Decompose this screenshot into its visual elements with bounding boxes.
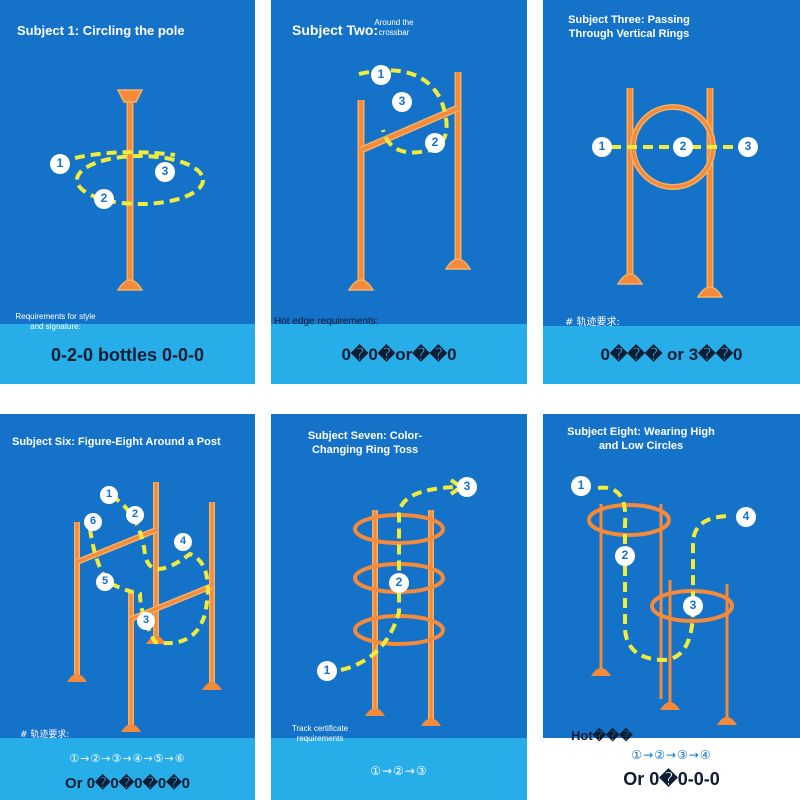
card-footer <box>271 738 527 800</box>
requirement-code: 0��� or 3��0 <box>600 345 743 364</box>
marker-label: 3 <box>142 614 150 626</box>
marker-label: 3 <box>398 94 406 108</box>
card-subject-7: Subject Seven: Color-Changing Ring Toss … <box>271 414 527 800</box>
marker-label: 1 <box>377 67 385 81</box>
route-sequence: ①→②→③→④ <box>631 748 712 762</box>
marker-label: 2 <box>679 139 687 153</box>
marker-label: 1 <box>577 478 585 492</box>
card-footer <box>543 326 800 384</box>
requirement-label: Requirements for style and signature: <box>15 312 96 331</box>
route-sequence: ①→②→③→④→⑤→⑥ <box>69 752 186 765</box>
subject-6-diagram <box>67 482 222 732</box>
card-subject-8: Subject Eight: Wearing High and Low Circ… <box>543 414 800 800</box>
card-title: Subject Six: Figure-Eight Around a Post <box>12 436 221 448</box>
marker-label: 2 <box>131 508 139 520</box>
card-title: Subject Three: Passing Through Vertical … <box>568 14 690 40</box>
requirement-code: Or 0�0�0�0�0 <box>65 775 190 792</box>
card-title: Subject 1: Circling the pole <box>17 23 185 38</box>
card-subtitle: Around the crossbar <box>374 18 414 37</box>
route-sequence: ①→②→③ <box>370 764 428 778</box>
requirement-code: 0-2-0 bottles 0-0-0 <box>50 345 205 365</box>
requirement-label: # 轨迹要求: <box>20 730 70 740</box>
marker-label: 4 <box>742 509 750 523</box>
subject-2-diagram <box>347 65 472 291</box>
marker-label: 2 <box>431 135 439 149</box>
card-subject-1: Subject 1: Circling the pole 1 2 3 Requi… <box>0 0 255 384</box>
marker-label: 2 <box>395 575 403 589</box>
requirement-code: Or 0�0-0-0 <box>623 769 720 789</box>
requirement-label: Hot edge requirements: <box>274 316 379 327</box>
card-footer <box>0 324 255 384</box>
card-subject-3: Subject Three: Passing Through Vertical … <box>543 0 800 384</box>
card-footer <box>543 738 800 800</box>
marker-label: 5 <box>101 575 109 587</box>
marker-label: 3 <box>744 139 752 153</box>
subject-3-diagram <box>592 88 758 298</box>
marker-label: 4 <box>179 535 187 547</box>
card-footer <box>0 738 255 800</box>
requirement-code: 0�0�or��0 <box>341 345 457 364</box>
marker-label: 2 <box>100 191 108 205</box>
requirement-label: # 轨迹要求: <box>565 317 620 328</box>
subject-1-diagram <box>50 89 205 291</box>
card-title: Subject Seven: Color-Changing Ring Toss <box>307 430 423 456</box>
card-subject-6: Subject Six: Figure-Eight Around a Post … <box>0 414 255 800</box>
marker-label: 3 <box>463 479 471 493</box>
marker-label: 3 <box>689 598 697 612</box>
marker-label: 3 <box>161 164 169 178</box>
marker-label: 1 <box>105 488 113 500</box>
card-title: Subject Eight: Wearing High and Low Circ… <box>567 426 715 452</box>
card-subject-2: Subject Two: Around the crossbar 1 3 2 H… <box>271 0 527 384</box>
subject-7-diagram <box>317 477 477 726</box>
subject-8-diagram <box>571 476 756 725</box>
card-footer <box>271 324 527 384</box>
requirement-label: Hot��� <box>571 728 633 743</box>
marker-label: 1 <box>598 139 606 153</box>
marker-label: 1 <box>56 156 64 170</box>
requirement-label: Track certificate requirements <box>291 724 349 743</box>
card-title: Subject Two: <box>292 22 379 38</box>
marker-label: 6 <box>89 515 97 527</box>
marker-label: 2 <box>621 548 629 562</box>
marker-label: 1 <box>323 663 331 677</box>
